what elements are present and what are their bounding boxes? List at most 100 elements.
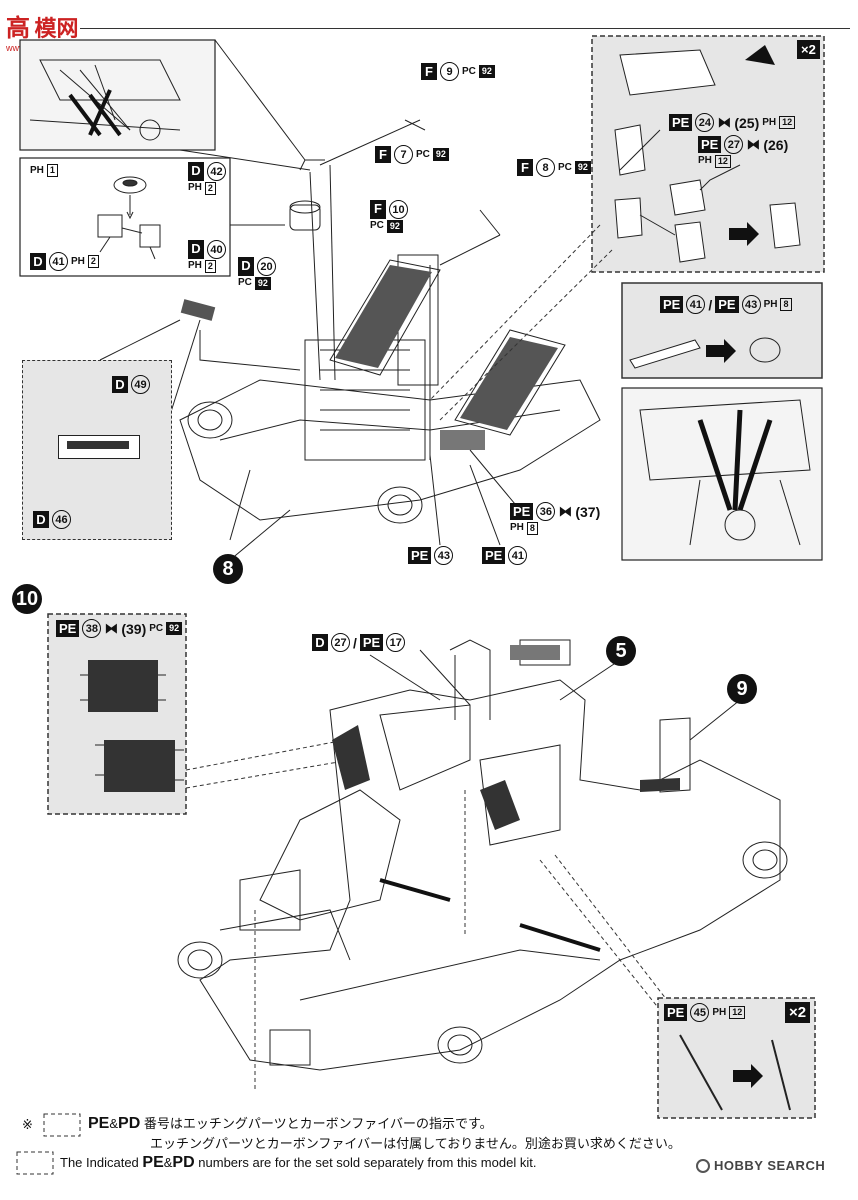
part-letter: D bbox=[238, 257, 254, 276]
part-number: 46 bbox=[52, 510, 71, 529]
separator: / bbox=[708, 296, 713, 313]
brand-logo: HOBBY SEARCH bbox=[696, 1158, 825, 1173]
ph-code: PH bbox=[510, 522, 524, 533]
label-d41: D 41 PH 2 bbox=[30, 252, 99, 271]
ph-code: PH bbox=[188, 260, 202, 271]
part-number-mirror: (37) bbox=[575, 503, 601, 520]
label-d40: D 40 PH 2 bbox=[188, 240, 226, 273]
pe-code: PE bbox=[660, 296, 684, 313]
part-number: 42 bbox=[207, 162, 226, 181]
qty-x2-top: ×2 bbox=[797, 40, 820, 59]
pe-code: PE bbox=[715, 296, 739, 313]
part-number: 9 bbox=[440, 62, 459, 81]
label-d46: D 46 bbox=[33, 510, 71, 529]
pc-code: PC bbox=[416, 149, 430, 160]
ph-number: 8 bbox=[526, 522, 538, 535]
pc-code: PC bbox=[370, 220, 384, 231]
part-letter: F bbox=[375, 146, 391, 163]
pc-code: PC bbox=[149, 623, 164, 634]
pe-code: PE bbox=[698, 136, 722, 153]
ph-number: 12 bbox=[714, 155, 731, 168]
part-number: 43 bbox=[434, 546, 454, 565]
ph-number: 1 bbox=[46, 164, 58, 177]
ph-code: PH bbox=[698, 155, 712, 166]
part-number: 36 bbox=[536, 502, 556, 521]
pe-code: PE bbox=[482, 547, 506, 564]
label-pe38: PE 38 ⧓ (39) PC 92 bbox=[56, 619, 183, 638]
part-number: 20 bbox=[257, 257, 276, 276]
mirror-icon: ⧓ bbox=[558, 503, 573, 519]
footnote-amp: & bbox=[109, 1116, 119, 1131]
part-number: 41 bbox=[686, 295, 706, 314]
ph-number: 8 bbox=[780, 298, 792, 311]
pc-number: 92 bbox=[254, 277, 271, 290]
footnote-line1: PE&PD 番号はエッチングパーツとカーボンファイバーの指示です。 bbox=[88, 1115, 493, 1133]
ph-number: 12 bbox=[779, 116, 796, 129]
pe-code: PE bbox=[510, 503, 534, 520]
part-letter: D bbox=[312, 634, 328, 651]
label-ph1: PH 1 bbox=[30, 164, 58, 177]
pc-number: 92 bbox=[478, 65, 495, 78]
pc-code: PC bbox=[462, 66, 476, 77]
ph-code: PH bbox=[762, 117, 777, 128]
step-8-marker: 8 bbox=[213, 554, 243, 584]
label-pe41: PE 41 bbox=[482, 546, 528, 565]
mirror-icon: ⧓ bbox=[746, 136, 761, 152]
ph-code: PH bbox=[71, 256, 85, 267]
ph-code: PH bbox=[763, 299, 778, 310]
part-number-mirror: (25) bbox=[734, 114, 760, 131]
pc-number: 92 bbox=[432, 148, 449, 161]
ph-code: PH bbox=[30, 165, 44, 176]
part-letter: D bbox=[188, 240, 204, 259]
footnote-pd: PD bbox=[118, 1115, 141, 1132]
ph-code: PH bbox=[712, 1007, 727, 1018]
label-d49: D 49 bbox=[112, 375, 150, 394]
label-f8: F 8 PC 92 bbox=[517, 158, 591, 177]
separator: / bbox=[353, 634, 357, 651]
label-f9: F 9 PC 92 bbox=[421, 62, 495, 81]
footnote-line2: エッチングパーツとカーボンファイバーは付属しておりません。別途お買い求めください… bbox=[150, 1136, 681, 1151]
label-pe43: PE 43 bbox=[408, 546, 454, 565]
qty-x2-bottom: ×2 bbox=[785, 1002, 811, 1023]
pc-number: 92 bbox=[574, 161, 591, 174]
step-5-marker: 5 bbox=[606, 636, 636, 666]
oil-cooler-drawing bbox=[58, 435, 140, 459]
part-letter: F bbox=[421, 63, 437, 80]
footnote-mark: ※ bbox=[22, 1117, 33, 1132]
part-letter: D bbox=[188, 162, 204, 181]
part-number: 40 bbox=[207, 240, 226, 259]
footnote-line1-text: 番号はエッチングパーツとカーボンファイバーの指示です。 bbox=[143, 1116, 493, 1131]
part-letter: D bbox=[30, 253, 46, 270]
footnote-amp: & bbox=[163, 1155, 173, 1170]
label-d42: D 42 PH 2 bbox=[188, 162, 226, 195]
part-number: 41 bbox=[508, 546, 528, 565]
part-letter: F bbox=[517, 159, 533, 176]
part-number: 7 bbox=[394, 145, 413, 164]
watermark-char: 高 bbox=[6, 15, 30, 42]
label-f10: F 10 PC 92 bbox=[370, 200, 408, 233]
pc-code: PC bbox=[238, 277, 252, 288]
label-d27-pe17: D 27 / PE 17 bbox=[312, 633, 406, 652]
footnote-pd: PD bbox=[172, 1154, 195, 1171]
pe-code: PE bbox=[359, 634, 384, 651]
footnote-line3-text: numbers are for the set sold separately … bbox=[198, 1155, 537, 1170]
footnote-line3-pre: The Indicated bbox=[60, 1155, 139, 1170]
part-number: 24 bbox=[695, 113, 715, 132]
part-number: 43 bbox=[741, 295, 761, 314]
ph-number: 2 bbox=[87, 255, 99, 268]
ph-number: 2 bbox=[204, 260, 216, 273]
pe-code: PE bbox=[664, 1004, 688, 1021]
part-letter: F bbox=[370, 200, 386, 219]
label-pe41-43: PE 41 / PE 43 PH 8 bbox=[660, 295, 792, 314]
label-pe24: PE 24 ⧓ (25) PH 12 bbox=[669, 113, 796, 132]
top-rule bbox=[80, 28, 850, 29]
part-number: 27 bbox=[724, 135, 744, 154]
part-number: 45 bbox=[690, 1003, 710, 1022]
pe-code: PE bbox=[408, 547, 432, 564]
footnote-line3: The Indicated PE&PD numbers are for the … bbox=[60, 1154, 536, 1172]
pe-code: PE bbox=[669, 114, 693, 131]
step-10-marker: 10 bbox=[12, 584, 42, 614]
pc-number: 92 bbox=[166, 622, 183, 635]
part-letter: D bbox=[33, 511, 49, 528]
